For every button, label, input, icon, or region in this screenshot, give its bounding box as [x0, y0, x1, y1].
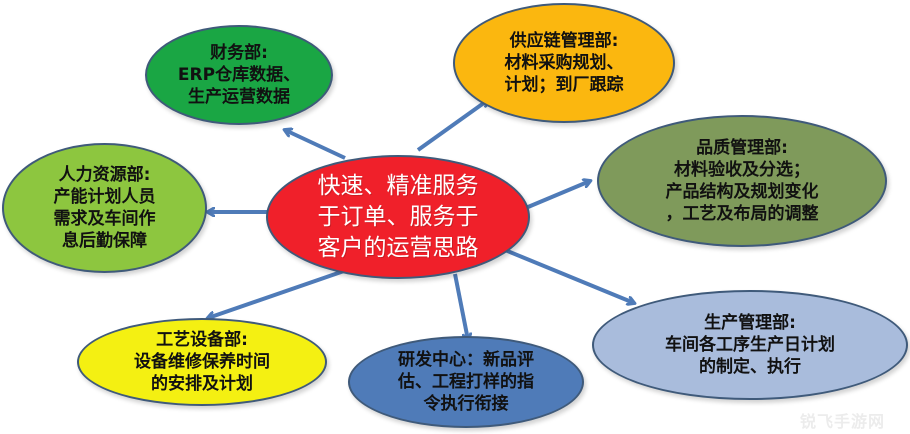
- arrow-to-finance: [285, 130, 346, 160]
- node-text: 产品结构及规划变化: [665, 182, 819, 202]
- arrow-to-supply-chain: [416, 100, 488, 152]
- center-node: 快速、精准服务 于订单、服务于 客户的运营思路: [266, 155, 530, 279]
- node-title: 财务部:: [210, 43, 268, 63]
- node-text: 的安排及计划: [151, 374, 253, 394]
- center-line: 客户的运营思路: [317, 234, 479, 261]
- node-text: 生产运营数据: [188, 87, 290, 107]
- node-quality: 品质管理部: 材料验收及分选； 产品结构及规划变化 ，工艺及布局的调整: [597, 115, 887, 247]
- node-text: 材料验收及分选；: [674, 160, 810, 180]
- node-text: 计划；到厂跟踪: [504, 75, 624, 95]
- node-rnd: 研发中心：新品评 估、工程打样的指 令执行衔接: [348, 336, 584, 428]
- node-text: 车间各工序生产日计划: [665, 335, 835, 355]
- arrow-to-quality: [527, 181, 590, 209]
- node-text: 令执行衔接: [423, 394, 509, 414]
- node-title: 人力资源部:: [58, 165, 151, 185]
- node-process-equipment: 工艺设备部: 设备维修保养时间 的安排及计划: [77, 318, 327, 406]
- node-text: 需求及车间作: [53, 209, 156, 229]
- node-finance: 财务部: ERP仓库数据、 生产运营数据: [145, 25, 333, 125]
- node-text: 息后勤保障: [62, 231, 147, 251]
- watermark: 锐飞手游网: [800, 412, 886, 431]
- node-text: 设备维修保养时间: [134, 352, 270, 372]
- center-line: 快速、精准服务: [317, 172, 479, 199]
- arrow-to-production: [504, 248, 634, 303]
- node-text: ERP仓库数据、: [177, 65, 301, 85]
- node-text: 的制定、执行: [699, 357, 801, 377]
- node-text: 产能计划人员: [53, 187, 156, 207]
- node-text: 估、工程打样的指: [398, 372, 534, 392]
- node-hr: 人力资源部: 产能计划人员 需求及车间作 息后勤保障: [2, 143, 207, 273]
- node-title: 供应链管理部:: [509, 31, 619, 51]
- node-title: 工艺设备部:: [156, 330, 248, 350]
- node-production: 生产管理部: 车间各工序生产日计划 的制定、执行: [592, 290, 908, 400]
- arrow-to-rnd: [453, 273, 468, 340]
- node-text: 材料采购规划、: [504, 53, 624, 73]
- node-text: ，工艺及布局的调整: [665, 204, 819, 224]
- node-title: 品质管理部:: [696, 138, 788, 158]
- node-supply-chain: 供应链管理部: 材料采购规划、 计划；到厂跟踪: [453, 3, 675, 123]
- node-text: 研发中心：新品评: [398, 350, 534, 370]
- node-title: 生产管理部:: [704, 313, 796, 333]
- center-line: 于订单、服务于: [317, 203, 479, 230]
